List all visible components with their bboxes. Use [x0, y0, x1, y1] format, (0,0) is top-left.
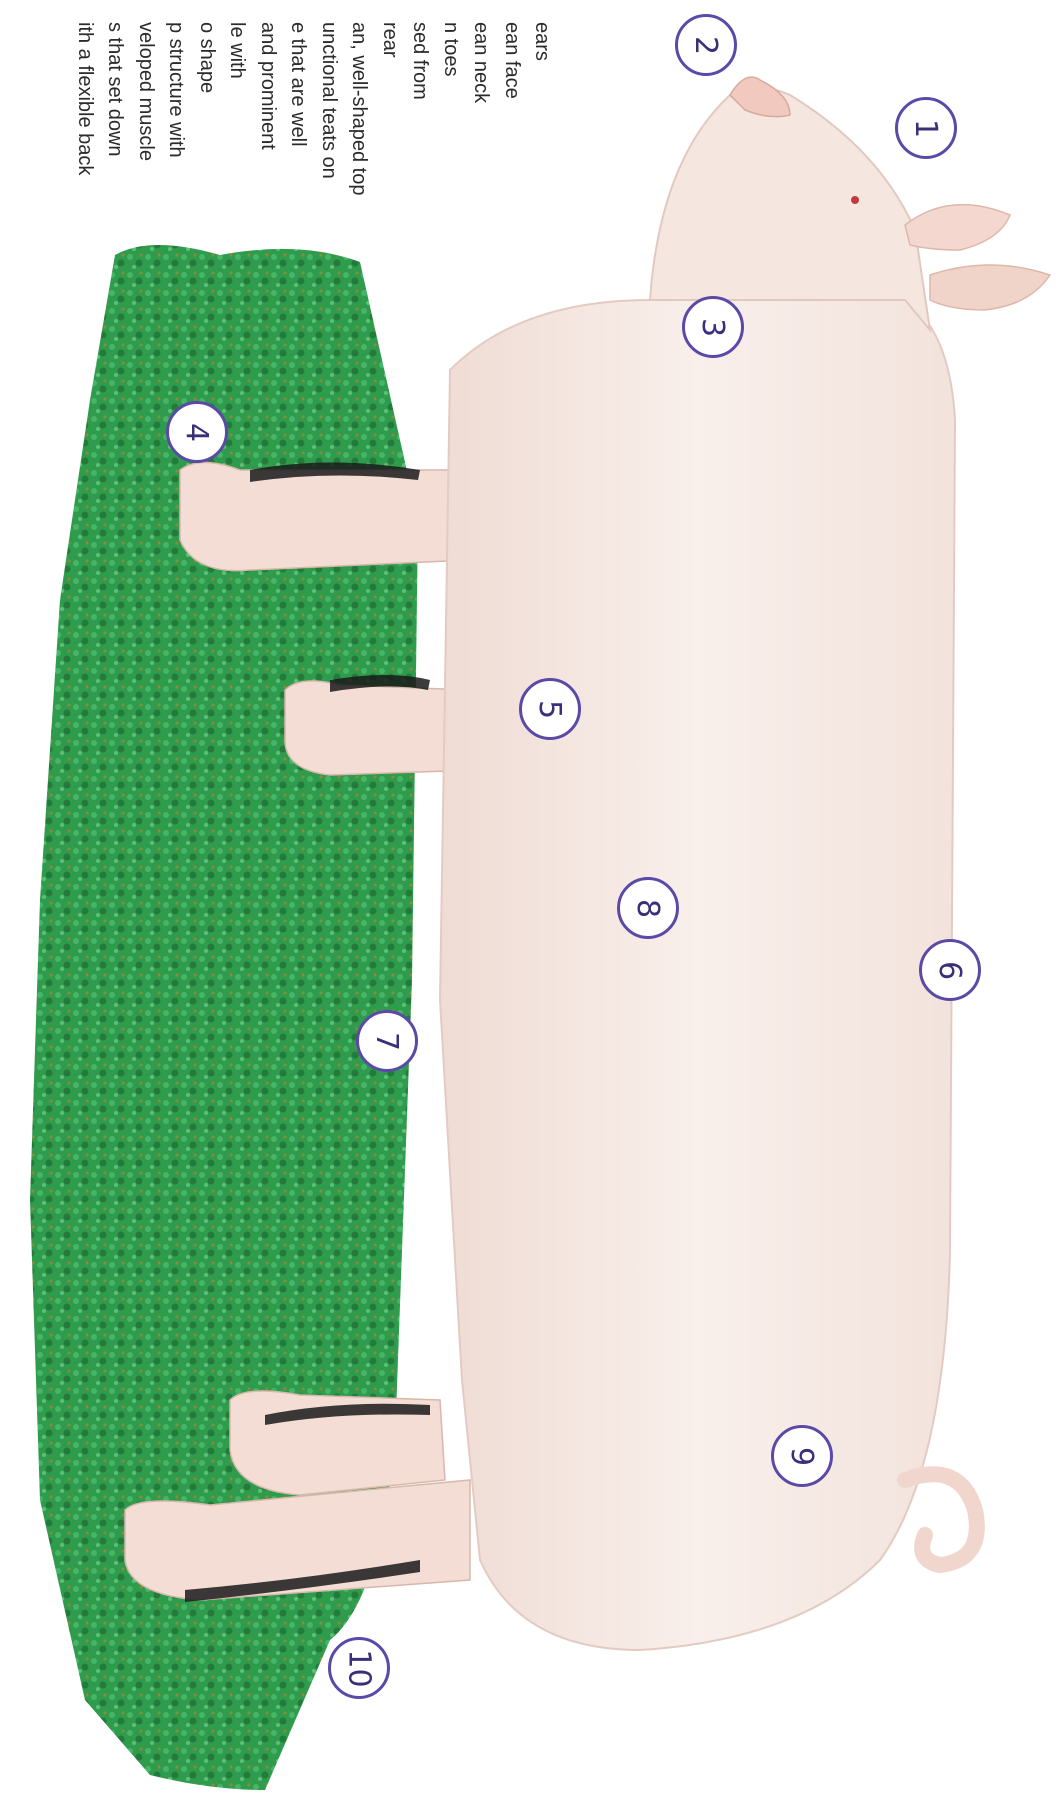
marker-9-label: 9 — [785, 1446, 820, 1465]
marker-6-label: 6 — [933, 960, 968, 979]
description-line: o shape — [197, 22, 217, 93]
marker-3: 3 — [682, 296, 744, 358]
marker-5: 5 — [519, 678, 581, 740]
description-line: ears — [532, 22, 552, 61]
description-line: ean face — [502, 22, 522, 99]
marker-1-label: 1 — [909, 118, 944, 137]
marker-7-label: 7 — [370, 1031, 405, 1050]
marker-3-label: 3 — [696, 317, 731, 336]
marker-9: 9 — [771, 1425, 833, 1487]
pig-ear-back — [930, 265, 1050, 310]
description-line: le with — [227, 22, 247, 79]
marker-2: 2 — [675, 14, 737, 76]
description-line: an, well-shaped top — [349, 22, 369, 195]
pig-eye — [851, 196, 859, 204]
marker-2-label: 2 — [689, 35, 724, 54]
marker-8: 8 — [617, 877, 679, 939]
pig-head — [650, 88, 930, 331]
description-line: and prominent — [258, 22, 278, 150]
description-line: e that are well — [288, 22, 308, 147]
marker-10-label: 10 — [342, 1649, 377, 1687]
description-line: rear — [380, 22, 400, 58]
marker-5-label: 5 — [533, 699, 568, 718]
marker-1: 1 — [895, 97, 957, 159]
pig-ear-front — [905, 205, 1010, 250]
marker-4-label: 4 — [180, 422, 215, 441]
marker-6: 6 — [919, 939, 981, 1001]
description-line: n toes — [441, 22, 461, 76]
marker-10: 10 — [328, 1637, 390, 1699]
description-line: ith a flexible back — [75, 22, 95, 175]
marker-8-label: 8 — [631, 898, 666, 917]
pig-body — [440, 300, 955, 1650]
description-line: ean neck — [471, 22, 491, 103]
description-line: p structure with — [166, 22, 186, 158]
description-line: unctional teats on — [319, 22, 339, 179]
marker-7: 7 — [356, 1010, 418, 1072]
description-line: veloped muscle — [136, 22, 156, 161]
description-line: sed from — [410, 22, 430, 100]
description-line: s that set down — [105, 22, 125, 157]
marker-4: 4 — [166, 401, 228, 463]
